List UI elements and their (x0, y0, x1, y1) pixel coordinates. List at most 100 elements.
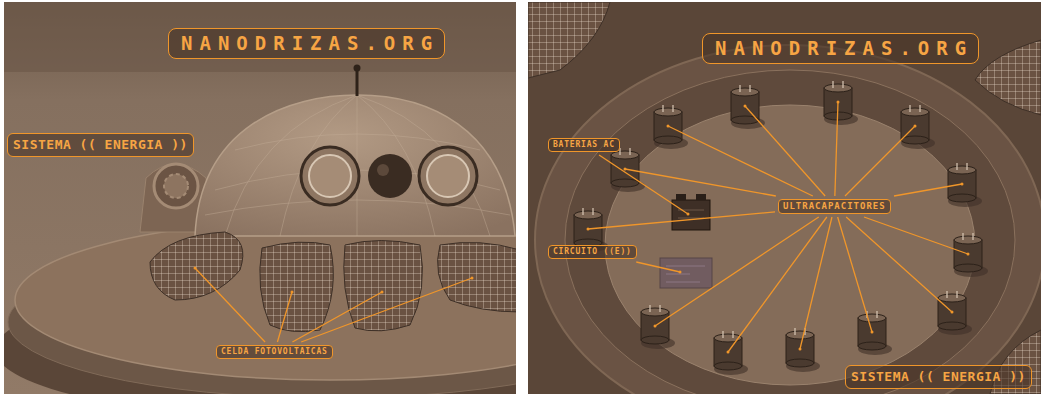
callout-box: SISTEMA (( ENERGIA )) (7, 133, 194, 157)
saucer-scene (15, 220, 516, 380)
saucer-scene (357, 95, 490, 236)
leader-line (838, 217, 872, 332)
ultracapacitor-symbol (714, 363, 748, 375)
saucer-scene (309, 155, 351, 197)
ultracapacitor-symbol (740, 85, 750, 92)
ultracapacitor-symbol (650, 305, 660, 312)
leader-dot (667, 125, 670, 128)
ultracapacitor-symbol (641, 336, 669, 344)
ultracapacitor-symbol (948, 195, 982, 207)
callout-box: CIRCUITO ((E)) (548, 245, 637, 259)
energy-bay-scene (528, 2, 610, 78)
ultracapacitor-symbol (901, 108, 929, 116)
leader-dot (967, 253, 970, 256)
saucer-scene (4, 2, 516, 72)
ultracapacitor-symbol (938, 294, 966, 302)
leader-line (845, 126, 915, 196)
leader-line (599, 155, 688, 214)
ultracapacitor-symbol (954, 236, 982, 244)
callout-box: SISTEMA (( ENERGIA )) (845, 365, 1032, 389)
saucer-scene (301, 147, 359, 205)
leader-dot (727, 351, 730, 354)
leader-dot (837, 101, 840, 104)
ultracapacitor-symbol (938, 323, 972, 335)
leader-dot (471, 277, 474, 280)
ultracapacitor-symbol (574, 211, 602, 219)
ultracapacitor-symbol (858, 342, 886, 350)
energy-bay-scene (975, 40, 1041, 115)
ultracapacitor-symbol (654, 137, 688, 149)
leader-dot (871, 331, 874, 334)
saucer-scene (419, 147, 477, 205)
saucer-scene (368, 154, 412, 198)
leader-line (728, 217, 827, 352)
ultracapacitor-symbol (910, 105, 920, 112)
leader-dot (654, 325, 657, 328)
battery-symbol (676, 194, 686, 200)
leader-dot (194, 267, 197, 270)
ultracapacitor-symbol (731, 88, 759, 96)
saucer-scene (427, 155, 469, 197)
leader-line (668, 126, 813, 196)
ultracapacitor-symbol (954, 265, 988, 277)
leader-line (800, 217, 832, 349)
saucer-scene (164, 174, 188, 198)
saucer-scene (205, 200, 510, 215)
ultracapacitor-symbol (663, 105, 673, 112)
callout-box: BATERIAS AC (548, 138, 620, 152)
label-text: ULTRACAPACITORES (783, 201, 886, 212)
leader-dot (624, 168, 627, 171)
battery-symbol (672, 194, 710, 230)
circuit-symbol (660, 258, 712, 288)
leader-dot (744, 105, 747, 108)
saucer-scene (344, 241, 423, 331)
leader-line (277, 292, 292, 342)
energy-bay-scene (528, 2, 1041, 394)
ultracapacitor-symbol (948, 194, 976, 202)
label-text: BATERIAS AC (553, 140, 615, 150)
label-text: NANODRIZAS.ORG (715, 37, 974, 60)
saucer-scene (225, 95, 357, 236)
saucer-scene (205, 95, 510, 236)
leader-dot (679, 271, 682, 274)
saucer-scene (195, 95, 515, 236)
label-text: CIRCUITO ((E)) (553, 247, 632, 257)
ultracapacitor-symbol (867, 311, 877, 318)
energy-bay-scene (535, 45, 1041, 394)
leader-dot (951, 311, 954, 314)
battery-symbol (696, 194, 706, 200)
leader-line (745, 106, 825, 196)
leader-line (588, 212, 775, 229)
saucer-scene (438, 242, 516, 312)
ultracapacitor-symbol (954, 264, 982, 272)
ultracapacitor-symbol (901, 136, 929, 144)
saucer-scene (4, 2, 516, 394)
leader-line (655, 217, 819, 326)
leader-line (894, 184, 962, 196)
saucer-scene (280, 95, 357, 236)
ultracapacitor-symbol (620, 148, 630, 155)
leader-line (636, 262, 680, 272)
ultracapacitor-symbol (824, 84, 852, 92)
callout-box: CELDA FOTOVOLTAICAS (216, 345, 333, 359)
ultracapacitor-symbol (786, 360, 820, 372)
ultracapacitor-symbol (957, 163, 967, 170)
callout-box: NANODRIZAS.ORG (168, 28, 445, 59)
saucer-scene (260, 242, 334, 332)
label-text: SISTEMA (( ENERGIA )) (851, 369, 1026, 385)
label-text: NANODRIZAS.ORG (181, 32, 440, 55)
battery-symbol (672, 200, 710, 230)
leader-line (864, 217, 968, 254)
ultracapacitor-symbol (654, 136, 682, 144)
leader-line (301, 278, 472, 342)
ultracapacitor-symbol (824, 113, 858, 125)
ultracapacitor-symbol (786, 359, 814, 367)
saucer-scene (356, 70, 359, 96)
energy-bay-scene (605, 105, 975, 385)
ultracapacitor-symbol (948, 166, 976, 174)
leader-line (195, 268, 265, 342)
leader-dot (687, 213, 690, 216)
label-text: SISTEMA (( ENERGIA )) (13, 137, 188, 153)
